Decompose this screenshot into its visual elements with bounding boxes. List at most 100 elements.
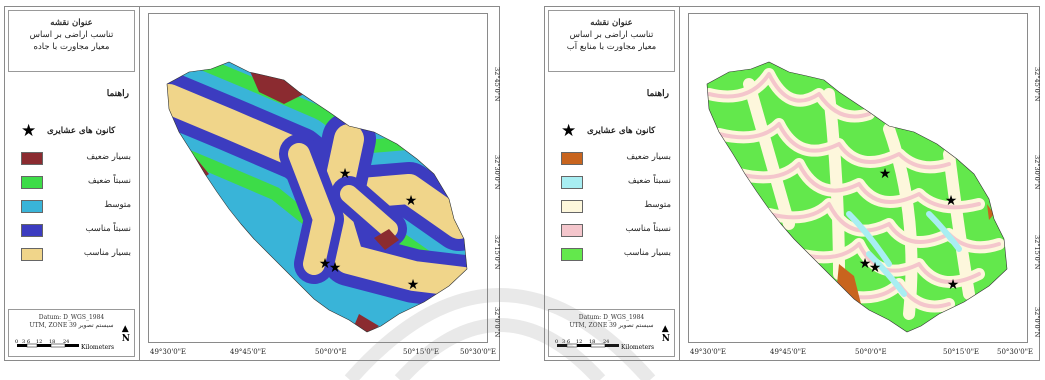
legend-swatch [561, 224, 583, 237]
map-frame[interactable]: ★ ★ ★ ★ ★ [688, 13, 1028, 343]
nomadic-camp-star-icon: ★ [859, 256, 872, 272]
latitude-label: 32°45'0"N [1033, 67, 1041, 102]
legend-swatch [21, 200, 43, 213]
longitude-label: 49°30'0"E [690, 348, 727, 356]
latitude-label: 32°0'0"N [493, 307, 501, 338]
legend-swatch [561, 248, 583, 261]
map-subtitle-1: تناسب اراضی بر اساس [569, 30, 654, 40]
projection-text: UTM, ZONE 39 سیستم تصویر [569, 322, 654, 329]
legend-item-camps: ★ کانون های عشایری [11, 121, 135, 145]
legend-label: نسبتاً مناسب [85, 224, 131, 234]
legend-heading: راهنما [646, 89, 669, 99]
scale-tick: 18 [589, 339, 595, 345]
map-title: عنوان نقشه [50, 18, 93, 28]
datum-box: Datum: D_WGS_1984 UTM, ZONE 39 سیستم تصو… [548, 309, 675, 357]
water-suitability-map-panel: عنوان نقشه تناسب اراضی بر اساس معیار مجا… [544, 6, 1041, 361]
datum-text: Datum: D_WGS_1984 [578, 314, 645, 321]
star-icon: ★ [21, 121, 37, 141]
longitude-label: 50°0'0"E [855, 348, 887, 356]
scale-tick: 0 [555, 339, 558, 345]
datum-box: Datum: D_WGS_1984 UTM, ZONE 39 سیستم تصو… [8, 309, 135, 357]
map-title-box: عنوان نقشه تناسب اراضی بر اساس معیار مجا… [548, 10, 675, 72]
map-sidebar: عنوان نقشه تناسب اراضی بر اساس معیار مجا… [545, 7, 680, 360]
scale-unit: Kilometers [621, 344, 654, 351]
legend-item: متوسط [551, 197, 675, 217]
longitude-label: 50°15'0"E [403, 348, 440, 356]
legend-item: متوسط [11, 197, 135, 217]
legend: ★ کانون های عشایری بسیار ضعیف نسبتاً ضعی… [11, 121, 135, 269]
legend-swatch [21, 176, 43, 189]
legend-item: بسیار ضعیف [551, 149, 675, 169]
map-title: عنوان نقشه [590, 18, 633, 28]
latitude-label: 32°45'0"N [493, 67, 501, 102]
scale-tick: 6 [567, 339, 570, 345]
latitude-label: 32°30'0"N [1033, 155, 1041, 190]
legend-item: بسیار مناسب [551, 245, 675, 265]
legend-item: نسبتاً مناسب [11, 221, 135, 241]
legend-swatch [21, 152, 43, 165]
projection-label: سیستم تصویر [78, 322, 114, 329]
legend-item: نسبتاً ضعیف [11, 173, 135, 193]
star-icon: ★ [561, 121, 577, 141]
legend-label: نسبتاً مناسب [625, 224, 671, 234]
latitude-label: 32°15'0"N [493, 235, 501, 270]
nomadic-camp-star-icon: ★ [945, 193, 958, 209]
scale-tick: 12 [36, 339, 42, 345]
map-title-box: عنوان نقشه تناسب اراضی بر اساس معیار مجا… [8, 10, 135, 72]
legend-label: بسیار ضعیف [626, 152, 671, 162]
map-frame[interactable]: ★ ★ ★ ★ ★ [148, 13, 488, 343]
projection-text: UTM, ZONE 39 سیستم تصویر [29, 322, 114, 329]
nomadic-camp-star-icon: ★ [947, 277, 960, 293]
datum-text: Datum: D_WGS_1984 [38, 314, 105, 321]
region-boundary [166, 61, 468, 333]
scale-tick: 24 [603, 339, 609, 345]
scale-tick: 3 [562, 339, 565, 345]
map-subtitle-2: معیار مجاورت با جاده [33, 42, 110, 52]
longitude-label: 50°30'0"E [997, 348, 1034, 356]
road-suitability-map-panel: عنوان نقشه تناسب اراضی بر اساس معیار مجا… [4, 6, 501, 361]
legend-label: متوسط [644, 200, 671, 210]
legend-swatch [21, 224, 43, 237]
legend-item: نسبتاً ضعیف [551, 173, 675, 193]
legend-label: بسیار مناسب [83, 248, 131, 258]
longitude-label: 49°45'0"E [230, 348, 267, 356]
projection-label: سیستم تصویر [618, 322, 654, 329]
legend-item: نسبتاً مناسب [551, 221, 675, 241]
scale-tick: 6 [27, 339, 30, 345]
nomadic-camp-star-icon: ★ [407, 277, 420, 293]
scale-bar: 0 3 6 12 18 24 Kilometers [15, 339, 114, 351]
scale-bar: 0 3 6 12 18 24 Kilometers [555, 339, 654, 351]
legend-heading: راهنما [106, 89, 129, 99]
scale-unit: Kilometers [81, 344, 114, 351]
latitude-label: 32°15'0"N [1033, 235, 1041, 270]
map-sidebar: عنوان نقشه تناسب اراضی بر اساس معیار مجا… [5, 7, 140, 360]
legend-swatch [561, 200, 583, 213]
longitude-label: 50°15'0"E [943, 348, 980, 356]
latitude-label: 32°0'0"N [1033, 307, 1041, 338]
north-arrow-icon: ▲N [661, 324, 670, 344]
map-subtitle-1: تناسب اراضی بر اساس [29, 30, 114, 40]
legend-label: کانون های عشایری [587, 126, 656, 136]
longitude-label: 49°30'0"E [150, 348, 187, 356]
north-label: N [661, 334, 670, 344]
north-arrow-icon: ▲N [121, 324, 130, 344]
map-subtitle-2: معیار مجاورت با منابع آب [566, 42, 657, 52]
legend-label: بسیار مناسب [623, 248, 671, 258]
nomadic-camp-star-icon: ★ [339, 166, 352, 182]
legend-swatch [561, 176, 583, 189]
legend-label: نسبتاً ضعیف [87, 176, 131, 186]
nomadic-camp-star-icon: ★ [319, 256, 332, 272]
legend-item-camps: ★ کانون های عشایری [551, 121, 675, 145]
legend-label: متوسط [104, 200, 131, 210]
scale-tick: 24 [63, 339, 69, 345]
longitude-label: 49°45'0"E [770, 348, 807, 356]
nomadic-camp-star-icon: ★ [869, 260, 882, 276]
north-label: N [121, 334, 130, 344]
nomadic-camp-star-icon: ★ [329, 260, 342, 276]
longitude-label: 50°30'0"E [460, 348, 497, 356]
legend-label: بسیار ضعیف [86, 152, 131, 162]
scale-tick: 3 [22, 339, 25, 345]
nomadic-camp-star-icon: ★ [405, 193, 418, 209]
nomadic-camp-star-icon: ★ [879, 166, 892, 182]
legend-item: بسیار مناسب [11, 245, 135, 265]
